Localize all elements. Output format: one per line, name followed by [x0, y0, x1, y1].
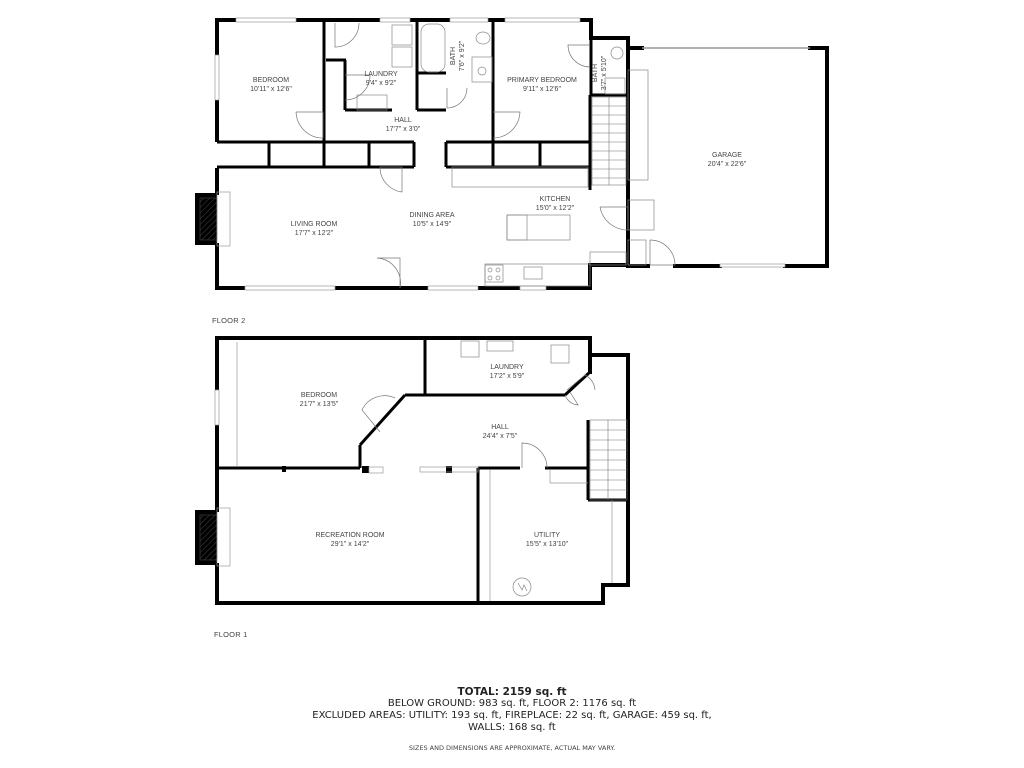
- room-label-f2-bath: BATH 7'6" x 9'2": [450, 40, 466, 72]
- room-label-f1-hall: HALL 24'4" x 7'5": [482, 424, 518, 440]
- excluded-areas-walls: WALLS: 168 sq. ft: [468, 722, 556, 733]
- room-label-f2-living-room: LIVING ROOM 17'7" x 12'2": [290, 221, 338, 237]
- room-label-f2-primary-bedroom: PRIMARY BEDROOM 9'11" x 12'6": [507, 77, 577, 93]
- room-label-f1-utility: UTILITY 15'5" x 13'10": [525, 532, 569, 548]
- room-label-f1-bedroom: BEDROOM 21'7" x 13'5": [299, 392, 339, 408]
- room-label-f1-recreation-room: RECREATION ROOM 29'1" x 14'2": [315, 532, 385, 548]
- room-label-f2-bath-small: BATH 3'7" x 5'10": [592, 55, 608, 91]
- floor-2-plan: [195, 17, 829, 291]
- room-label-f2-dining-area: DINING AREA 10'5" x 14'9": [409, 212, 455, 228]
- room-label-f1-laundry: LAUNDRY 17'2" x 5'9": [489, 364, 525, 380]
- room-label-f2-garage: GARAGE 20'4" x 22'6": [707, 152, 747, 168]
- floor-1-label: FLOOR 1: [214, 630, 248, 639]
- floor-2-label: FLOOR 2: [212, 316, 246, 325]
- area-breakdown: BELOW GROUND: 983 sq. ft, FLOOR 2: 1176 …: [387, 698, 637, 709]
- total-area: TOTAL: 2159 sq. ft: [457, 686, 567, 698]
- disclaimer: SIZES AND DIMENSIONS ARE APPROXIMATE, AC…: [408, 744, 616, 752]
- room-label-f2-bedroom: BEDROOM 10'11" x 12'6": [250, 77, 292, 93]
- floor-1-plan: [195, 336, 630, 605]
- room-label-f2-laundry: LAUNDRY 9'4" x 9'2": [364, 71, 398, 87]
- excluded-areas: EXCLUDED AREAS: UTILITY: 193 sq. ft, FIR…: [312, 710, 712, 721]
- area-summary: TOTAL: 2159 sq. ft BELOW GROUND: 983 sq.…: [0, 686, 1024, 754]
- room-label-f2-hall: HALL 17'7" x 3'0": [385, 117, 421, 133]
- room-label-f2-kitchen: KITCHEN 15'0" x 12'2": [535, 196, 575, 212]
